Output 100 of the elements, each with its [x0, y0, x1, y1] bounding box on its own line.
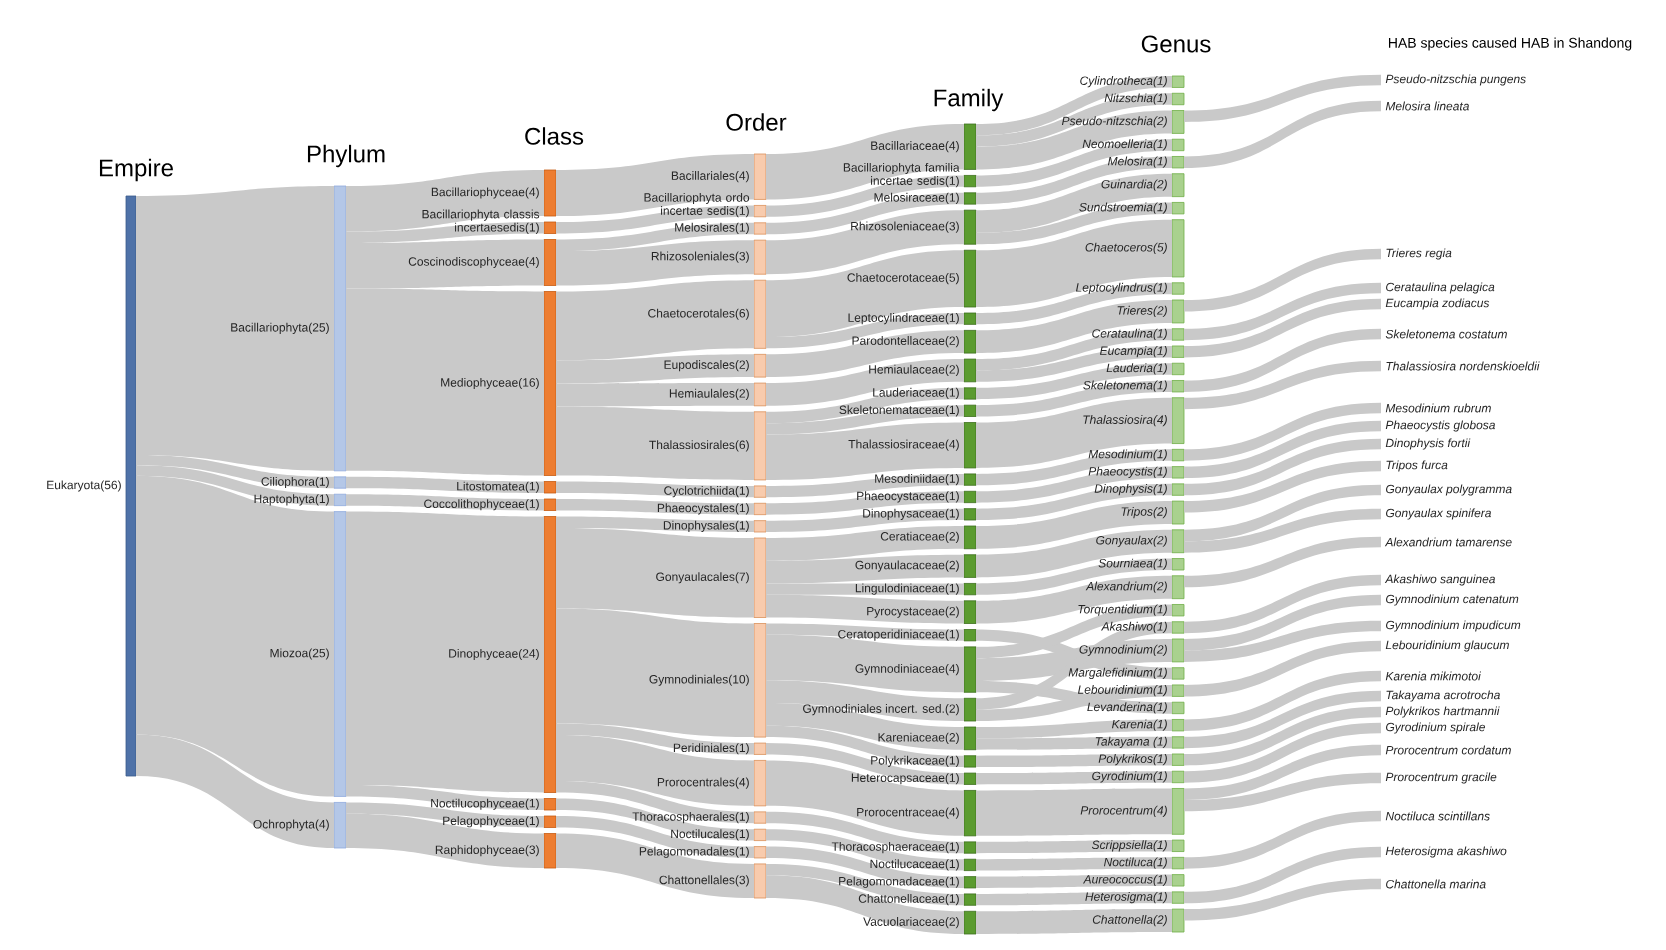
- sankey-bar: [333, 493, 347, 507]
- sankey-bar: [963, 790, 977, 837]
- flow-band: [1184, 594, 1381, 651]
- flow-band: [1184, 722, 1381, 783]
- sankey-bar: [1171, 92, 1185, 106]
- flow-band: [766, 508, 964, 532]
- flow-band: [976, 328, 1172, 371]
- flow-band: [556, 205, 754, 234]
- sankey-bar: [543, 239, 557, 286]
- flow-band: [1184, 328, 1381, 392]
- flow-band: [136, 454, 334, 489]
- sankey-bar: [1171, 621, 1185, 634]
- flow-band: [766, 175, 964, 217]
- sankey-bar: [1171, 604, 1185, 617]
- flow-band: [976, 753, 1172, 768]
- flow-band: [556, 383, 754, 407]
- flow-band: [1184, 670, 1381, 731]
- sankey-bar: [963, 508, 977, 521]
- flow-band: [766, 875, 964, 934]
- flow-band: [976, 156, 1172, 205]
- flow-band: [766, 680, 964, 721]
- flow-band: [556, 499, 754, 515]
- sankey-bar: [963, 404, 977, 417]
- sankey-bar: [543, 833, 557, 869]
- flow-band: [766, 846, 964, 888]
- sankey-bar: [753, 537, 767, 618]
- column-header: Family: [934, 88, 1004, 112]
- flow-band: [136, 734, 334, 848]
- sankey-bar: [753, 222, 767, 235]
- sankey-bar: [1171, 500, 1185, 525]
- flow-band: [1184, 484, 1381, 542]
- sankey-bar: [963, 646, 977, 693]
- flow-band: [976, 93, 1172, 147]
- flow-band: [766, 250, 964, 337]
- flow-band: [346, 170, 544, 232]
- sankey-bar: [963, 490, 977, 504]
- flow-band: [976, 300, 1172, 354]
- sankey-bar: [753, 411, 767, 481]
- flow-band: [766, 405, 964, 435]
- sankey-bar: [963, 858, 977, 871]
- sankey-bar: [1171, 908, 1185, 933]
- sankey-bar: [1171, 299, 1185, 324]
- sankey-bar: [753, 205, 767, 218]
- flow-band: [976, 202, 1172, 245]
- flow-band: [1184, 438, 1381, 496]
- flow-band: [976, 874, 1172, 888]
- sankey-bar: [753, 742, 767, 755]
- flow-band: [766, 313, 964, 349]
- flow-band: [556, 723, 754, 755]
- sankey-bar: [963, 525, 977, 550]
- flow-band: [1184, 772, 1381, 812]
- flow-band: [556, 406, 754, 480]
- flow-band: [766, 583, 964, 595]
- flow-band: [766, 491, 964, 515]
- sankey-bar: [333, 476, 347, 489]
- sankey-bar: [963, 629, 977, 642]
- flow-band: [136, 186, 334, 471]
- sankey-bar: [963, 583, 977, 596]
- flow-band: [766, 760, 964, 836]
- flow-band: [1184, 574, 1381, 634]
- sankey-bar: [543, 291, 557, 476]
- flow-band: [976, 397, 1172, 468]
- flow-band: [556, 154, 754, 216]
- sankey-bar: [963, 249, 977, 308]
- sankey-bar: [1171, 558, 1185, 571]
- sankey-bar: [543, 169, 557, 217]
- flow-band: [976, 219, 1172, 307]
- sankey-bar: [333, 802, 347, 849]
- flow-band: [1184, 706, 1381, 766]
- sankey-bar: [333, 511, 347, 797]
- sankey-bar: [1171, 466, 1185, 479]
- flow-band: [976, 76, 1172, 136]
- flow-band: [976, 529, 1172, 578]
- sankey-bar: [1171, 138, 1185, 152]
- flow-band: [976, 771, 1172, 785]
- flow-band: [556, 608, 754, 738]
- flow-band: [976, 466, 1172, 503]
- flow-band: [766, 743, 964, 785]
- sankey-bar: [1171, 483, 1185, 496]
- flow-band: [976, 719, 1172, 739]
- sankey-bar: [1171, 448, 1185, 462]
- flow-band: [346, 511, 544, 793]
- sankey-bar: [1171, 362, 1185, 376]
- sankey-bar: [1171, 856, 1185, 870]
- sankey-bar: [753, 846, 767, 859]
- flow-band: [766, 124, 964, 200]
- flow-band: [346, 802, 544, 828]
- flow-band: [346, 476, 544, 493]
- flow-band: [1184, 420, 1381, 479]
- flow-band: [976, 684, 1172, 721]
- sankey-bar: [963, 772, 977, 785]
- flow-band: [976, 621, 1172, 710]
- flow-band: [556, 528, 754, 618]
- flow-band: [136, 465, 334, 506]
- sankey-bar: [753, 153, 767, 200]
- flow-band: [766, 422, 964, 480]
- flow-band: [976, 449, 1172, 486]
- sankey-bar: [753, 760, 767, 807]
- sankey-bar: [1171, 529, 1185, 554]
- flow-band: [1184, 402, 1381, 461]
